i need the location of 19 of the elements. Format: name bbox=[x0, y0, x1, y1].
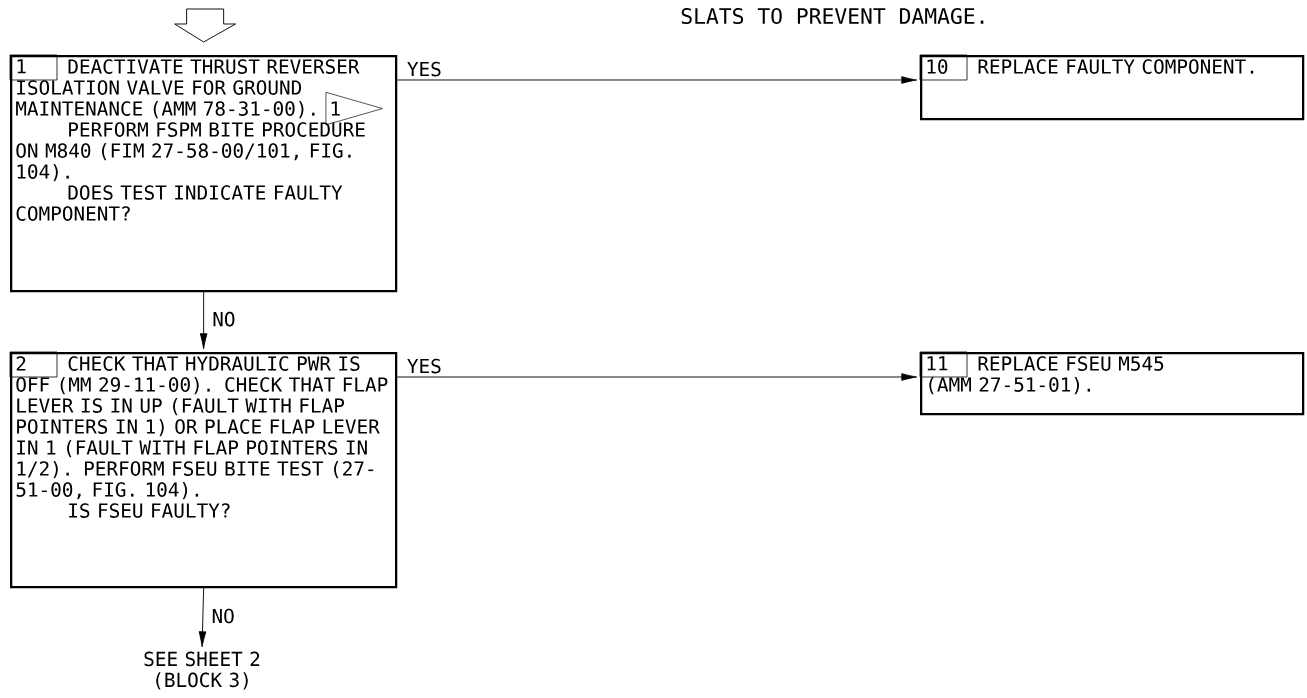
process-box: 10 REPLACE FAULTY COMPONENT. bbox=[919, 54, 1305, 121]
number-cell: 11 bbox=[919, 351, 968, 378]
process-box: 1 DEACTIVATE THRUST REVERSER ISOLATION VALVE FOR GROUND MAINTENANCE (AMM 78-31-00). 1 PERFORM FSPM BITE PROCEDURE ON M840 (FIM 27-58-00/101, FIG. 104). DOES TEST INDICATE FAULTY COMPONENT? bbox=[9, 54, 398, 293]
edge-label: NO bbox=[210, 607, 237, 625]
entry-arrow bbox=[174, 8, 237, 43]
process-box: 11 REPLACE FSEU M545 (AMM 27-51-01). bbox=[919, 351, 1305, 416]
arrow bbox=[396, 76, 918, 84]
edge-label: YES bbox=[405, 60, 444, 78]
note-text: SLATS TO PREVENT DAMAGE. bbox=[681, 7, 984, 25]
number-cell: 2 bbox=[9, 351, 58, 378]
number-cell: 10 bbox=[919, 54, 968, 81]
reference-text: SEE SHEET 2 (BLOCK 3) bbox=[144, 651, 260, 690]
number-cell: 1 bbox=[9, 54, 58, 81]
process-box: 2 CHECK THAT HYDRAULIC PWR IS OFF (MM 29-11-00). CHECK THAT FLAP LEVER IS IN UP (FAULT WITH FLAP POINTERS IN 1) OR PLACE FLAP LEVER IN 1 (FAULT WITH FLAP POINTERS IN 1/2). PERFORM FSEU BITE TEST (27-51-00, FIG. 104). IS FSEU FAULTY? bbox=[9, 351, 398, 589]
edge-label: NO bbox=[210, 310, 237, 328]
arrow bbox=[198, 587, 207, 648]
edge-label: YES bbox=[405, 357, 444, 375]
arrow bbox=[199, 291, 208, 350]
arrow bbox=[396, 373, 918, 381]
